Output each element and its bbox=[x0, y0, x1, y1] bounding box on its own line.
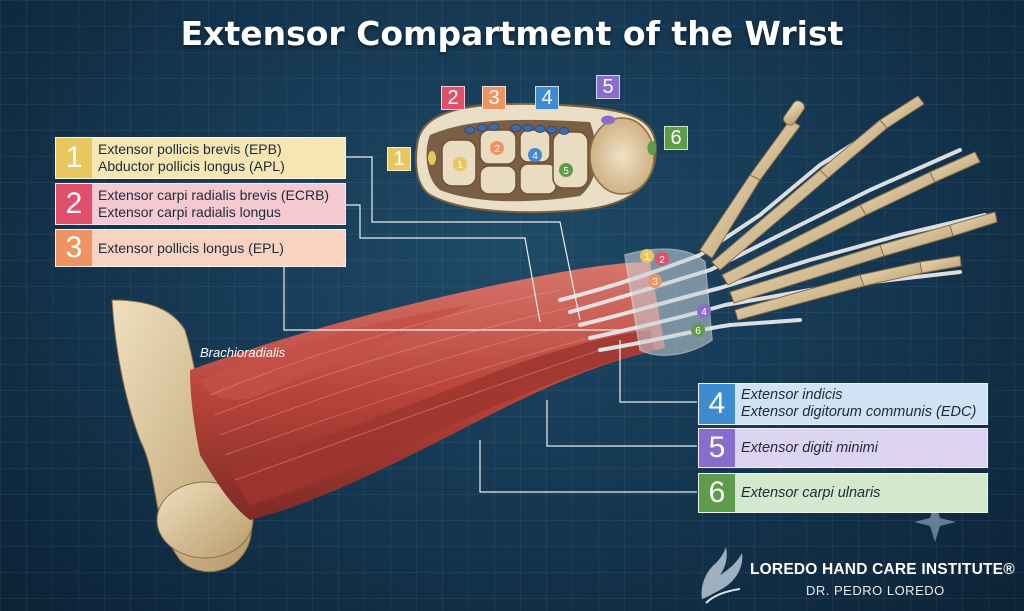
muscle-belly-upper bbox=[200, 305, 470, 400]
label-4-line-1: Extensor indicis bbox=[741, 387, 843, 403]
cross-section-tag-6: 6 bbox=[664, 126, 688, 150]
label-compartment-2: 2 Extensor carpi radialis brevis (ECRB) … bbox=[55, 183, 346, 225]
section-marker-1: 1 bbox=[457, 160, 463, 171]
label-number-5: 5 bbox=[699, 429, 735, 467]
label-compartment-5: 5 Extensor digiti minimi bbox=[698, 428, 988, 468]
label-2-line-1: Extensor carpi radialis brevis (ECRB) bbox=[98, 187, 330, 203]
label-3-line-1: Extensor pollicis longus (EPL) bbox=[98, 239, 284, 256]
cross-section-tag-4: 4 bbox=[535, 86, 559, 110]
institute-name: LOREDO HAND CARE INSTITUTE® bbox=[750, 561, 1015, 578]
cross-section-tag-1: 1 bbox=[387, 147, 411, 171]
wrist-marker-1: 1 bbox=[644, 252, 650, 263]
cross-section-tag-5: 5 bbox=[596, 75, 620, 99]
section-marker-2: 2 bbox=[494, 144, 500, 155]
label-2-line-2: Extensor carpi radialis longus bbox=[98, 204, 281, 220]
label-4-line-2: Extensor digitorum communis (EDC) bbox=[741, 404, 977, 420]
wrist-marker-2: 2 bbox=[659, 255, 665, 266]
section-marker-5: 5 bbox=[563, 166, 569, 177]
wrist-marker-6: 6 bbox=[695, 326, 701, 337]
page-title: Extensor Compartment of the Wrist bbox=[180, 14, 844, 53]
cross-section-tag-3: 3 bbox=[482, 86, 506, 110]
label-compartment-1: 1 Extensor pollicis brevis (EPB) Abducto… bbox=[55, 137, 346, 179]
label-compartment-6: 6 Extensor carpi ulnaris bbox=[698, 473, 988, 513]
label-6-line-1: Extensor carpi ulnaris bbox=[741, 484, 881, 501]
label-number-6: 6 bbox=[699, 474, 735, 512]
label-5-line-1: Extensor digiti minimi bbox=[741, 439, 878, 456]
label-1-line-1: Extensor pollicis brevis (EPB) bbox=[98, 141, 282, 157]
cross-section-tag-2: 2 bbox=[441, 86, 465, 110]
label-compartment-3: 3 Extensor pollicis longus (EPL) bbox=[55, 229, 346, 267]
muscle-belly-lower bbox=[230, 330, 655, 505]
brachioradialis-label: Brachioradialis bbox=[200, 345, 286, 360]
wrist-markers: 1 2 3 4 6 bbox=[640, 249, 711, 337]
hand-logo-icon bbox=[701, 547, 743, 604]
elbow-condyle bbox=[156, 481, 254, 559]
wrist-marker-4: 4 bbox=[701, 307, 707, 318]
sparkle-icon bbox=[914, 500, 956, 542]
label-1-line-2: Abductor pollicis longus (APL) bbox=[98, 158, 285, 174]
section-markers: 1 2 4 5 bbox=[453, 141, 573, 177]
section-marker-4: 4 bbox=[532, 151, 538, 162]
label-number-1: 1 bbox=[56, 138, 92, 178]
wrist-marker-3: 3 bbox=[652, 277, 658, 288]
extensor-retinaculum bbox=[624, 248, 713, 356]
label-number-2: 2 bbox=[56, 184, 92, 224]
label-number-4: 4 bbox=[699, 384, 735, 424]
doctor-name: DR. PEDRO LOREDO bbox=[806, 583, 945, 598]
label-number-3: 3 bbox=[56, 230, 92, 266]
label-compartment-4: 4 Extensor indicis Extensor digitorum co… bbox=[698, 383, 988, 425]
